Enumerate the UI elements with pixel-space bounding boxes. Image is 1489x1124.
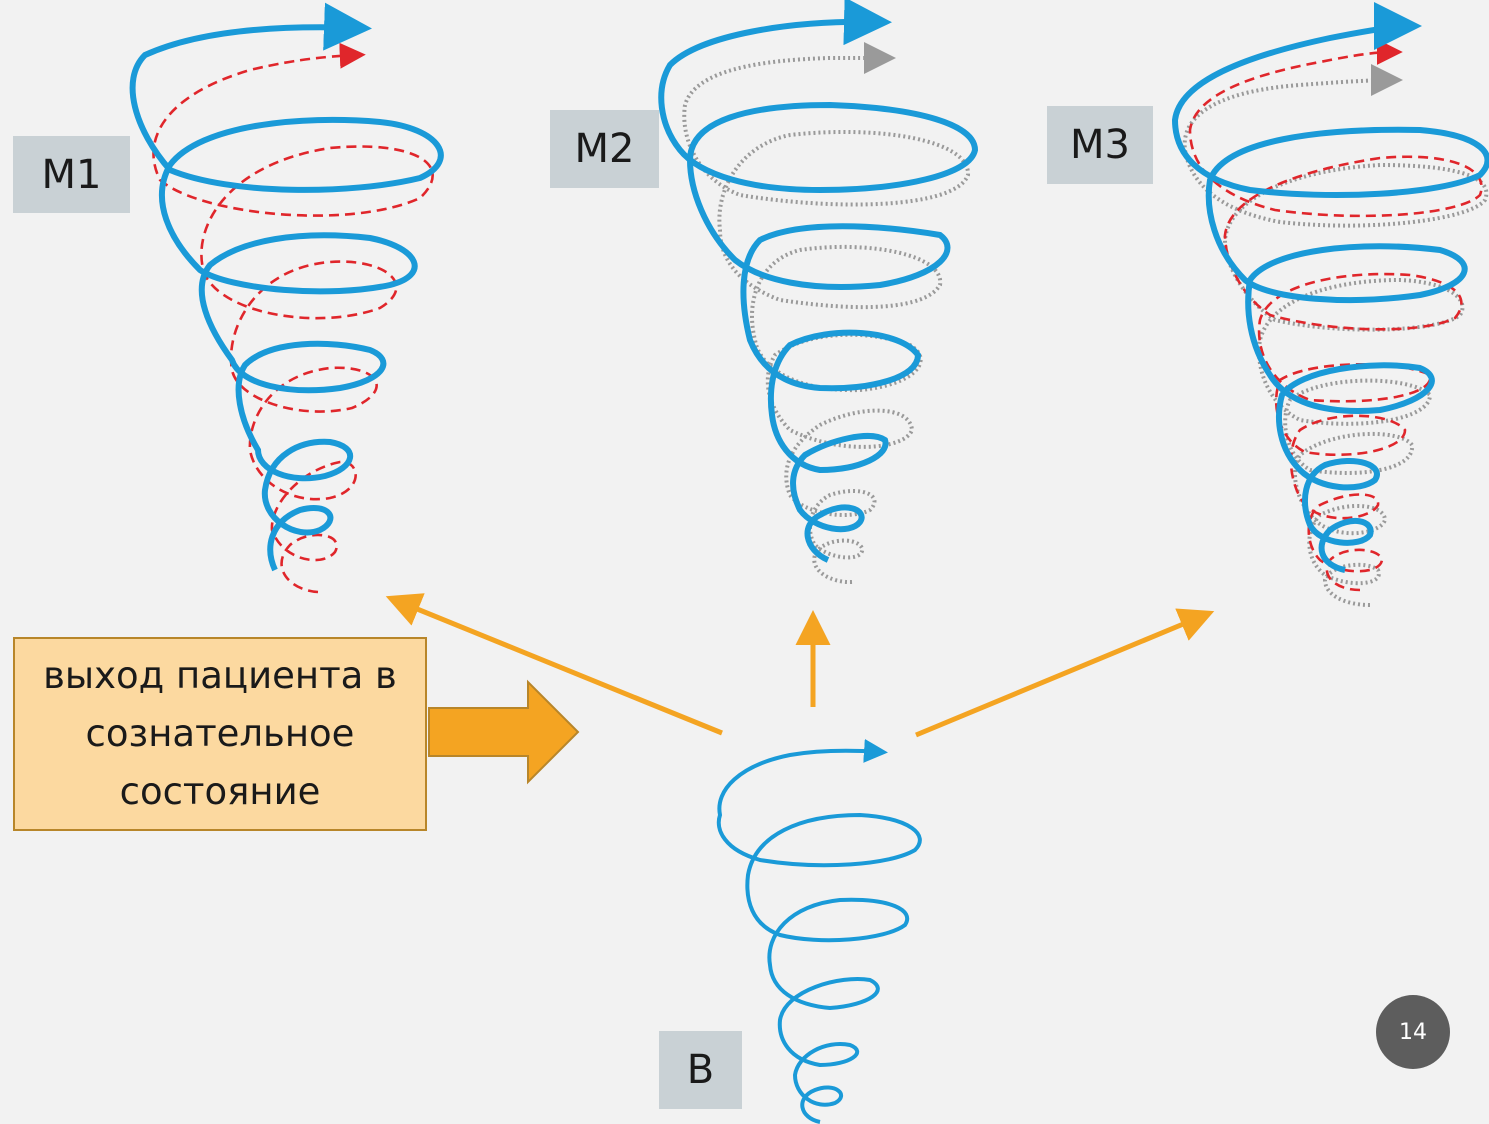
label-m2: M2 bbox=[550, 110, 659, 188]
label-b: B bbox=[659, 1031, 742, 1109]
label-m1: M1 bbox=[13, 136, 130, 213]
spiral-m3-blue bbox=[1171, 2, 1489, 573]
arrow-to-m1 bbox=[385, 593, 723, 736]
callout-box: выход пациента в сознательное состояние bbox=[13, 637, 427, 831]
spiral-b-blue bbox=[716, 738, 922, 1124]
spiral-m1 bbox=[129, 2, 444, 594]
page-number-badge: 14 bbox=[1376, 995, 1450, 1069]
spiral-m3 bbox=[1171, 2, 1489, 607]
label-m3: M3 bbox=[1047, 106, 1153, 184]
arrow-to-m3 bbox=[915, 608, 1215, 738]
page-number: 14 bbox=[1399, 1019, 1427, 1045]
callout-block-arrow bbox=[428, 679, 580, 785]
spiral-m2-blue bbox=[658, 0, 979, 563]
spiral-m1-dashed-red bbox=[152, 42, 434, 594]
spiral-m3-dashed-red bbox=[1188, 39, 1483, 592]
spiral-m1-blue bbox=[129, 2, 444, 572]
spiral-b bbox=[716, 738, 922, 1124]
spiral-m2 bbox=[658, 0, 979, 585]
callout-text: выход пациента в сознательное состояние bbox=[43, 654, 397, 813]
transition-arrows bbox=[385, 593, 1215, 738]
spiral-m3-dotted-gray bbox=[1182, 64, 1489, 607]
spiral-m2-dotted-gray bbox=[682, 42, 971, 585]
